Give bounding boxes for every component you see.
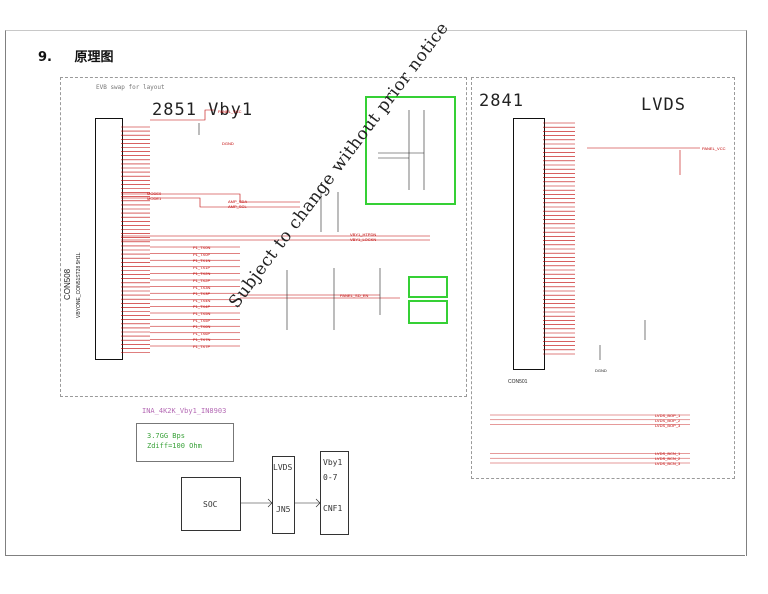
frame-bottom-line [5,555,745,556]
section-title: 原理图 [74,50,114,65]
vby1-converter-block: Vby1 0-7 CNF1 [320,451,349,535]
lvds-title-left: 2841 [479,91,524,111]
net-vby1-htpdn: VBY1_HTPDN [350,232,377,237]
soc-label: SOC [203,500,218,509]
tx-pair-label: P1_TX2P [193,278,211,283]
net-vby1-lockn: VBY1_LOCKN [350,237,377,242]
highlight-box-mode [365,96,456,205]
spec-line-2: Zdiff=100 Ohm [147,442,202,450]
spec-box: 3.7GG Bps Zdiff=100 Ohm [136,423,234,462]
tx-pair-label: P1_TX5P [193,317,211,323]
tx-pair-label: P1_TX1N [193,258,211,264]
vby1-region [60,77,467,397]
tx-pair-label: P1_TX6P [193,330,211,336]
net-dgnd-vby1: DGND [222,141,234,146]
soc-block: SOC [181,477,241,531]
vby1-conv-line1: Vby1 [323,458,343,467]
vby1-conv-line2: 0-7 [323,473,338,482]
lvds-converter-block: LVDS JN5 [272,456,295,534]
tx-pair-label: P1_TX4P [193,304,211,310]
spec-line-1: 3.7GG Bps [147,432,185,440]
net-mode1: MODE1 [147,196,162,201]
tx-pair-label: P1_TX4N [193,297,211,303]
lvds-converter-label: LVDS [273,463,293,472]
net-amp-scl: AMP_SCL [228,204,247,209]
tx-pair-label: P1_TX1P [193,264,211,270]
tx-pair-label: P1_TX0N [193,245,211,250]
section-heading: 9. 原理图 [38,46,114,65]
net-panel-vcc-vby1: PANEL_VCC [218,109,242,114]
tx-pair-label: P1_TX0P [193,251,211,257]
highlight-box-small-1 [408,276,448,298]
lvds-pair-label: LVDS_BOP_1 [655,413,681,418]
vby1-conv-line3: CNF1 [323,504,343,513]
lvds-connector-ref: CON501 [508,379,528,385]
lvds-connector-body [513,118,545,370]
lvds-pair-label: LVDS_BOP_3 [655,422,681,428]
net-dgnd-lvds: DGND [595,368,607,373]
tx-pair-label: P1_TX5N [193,311,211,316]
lvds-title-right: LVDS [641,95,686,115]
tx-pair-label: P1_TX3N [193,284,211,290]
vby1-connector-body [95,118,123,360]
vby1-title: 2851 Vby1 [152,100,254,120]
lvds-region [471,77,735,479]
tx-pair-label: P1_TX2N [193,271,211,277]
lvds-pair-label: LVDS_BCN_3 [655,461,681,466]
lvds-pair-label: LVDS_BCN_2 [655,456,681,462]
net-amp-sda: AMP_SDA [228,199,248,204]
section-number: 9. [38,50,52,65]
tx-pair-label: P1_TX7N [193,337,211,343]
tx-pair-label: P1_TX6N [193,324,211,330]
tx-pair-label: P1_TX7P [193,344,211,349]
lvds-converter-sub: JN5 [276,505,291,514]
net-panel-vcc-lvds: PANEL_VCC [702,146,726,151]
net-panel-sd-en: PANEL_SD_EN [340,293,369,298]
ina-note: INA_4K2K_Vby1_IN8903 [142,407,227,415]
tx-pair-label: P1_TX3P [193,291,211,297]
lvds-pair-label: LVDS_BCN_1 [655,451,681,457]
layout-note: EVB swap for layout [96,84,165,91]
lvds-pair-label: LVDS_BOP_2 [655,417,681,423]
net-mode0: MODE0 [147,191,162,196]
highlight-box-small-2 [408,300,448,324]
schematic-frame [5,30,747,556]
